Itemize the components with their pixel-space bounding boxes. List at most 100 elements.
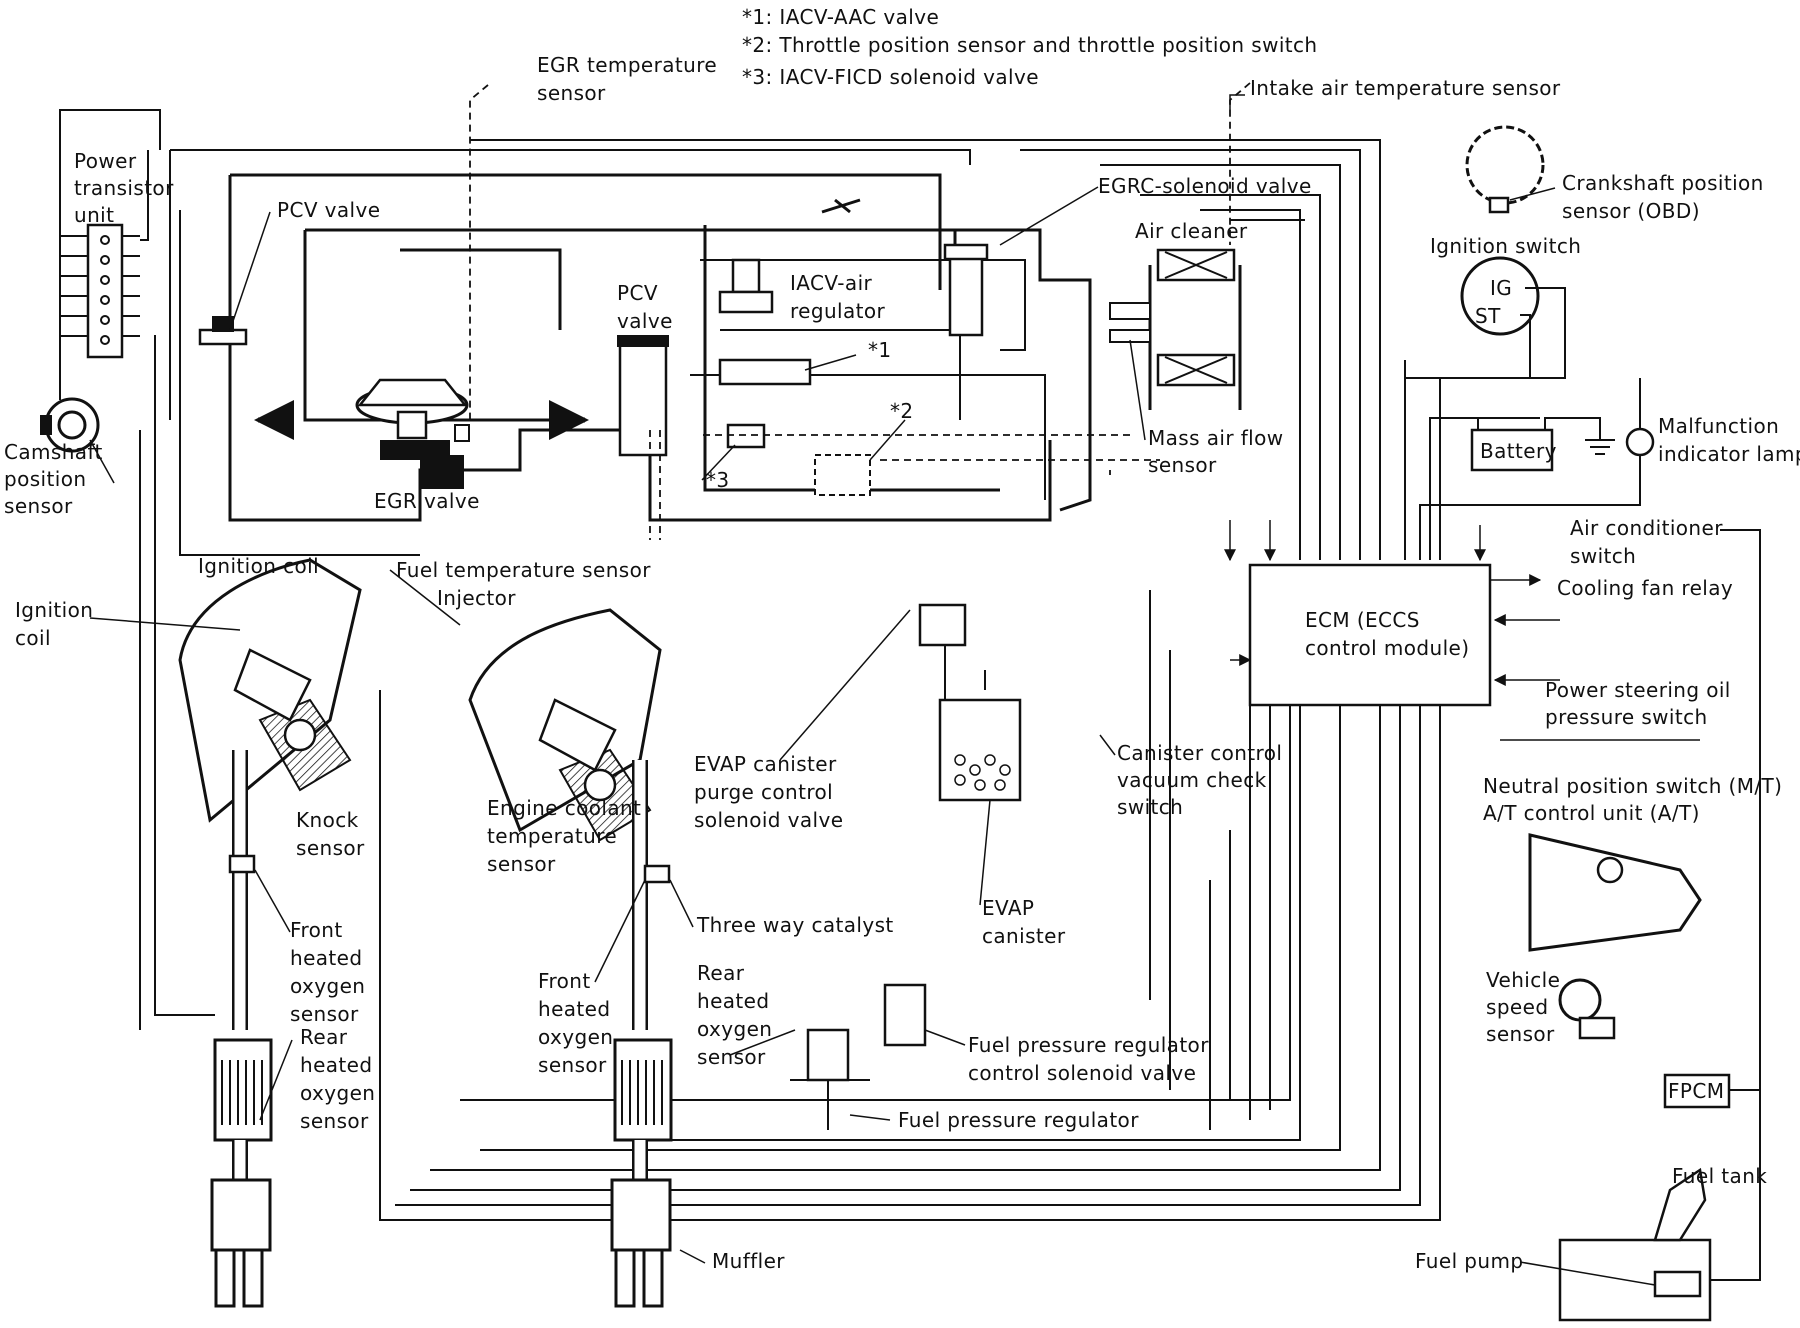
neutral-switch-label-1: Neutral position switch (M/T)	[1483, 774, 1782, 798]
exhaust-left	[210, 750, 273, 1308]
coolant-temp-label-1: Engine coolant	[487, 796, 641, 820]
ig-terminal-label: IG	[1490, 276, 1512, 300]
coolant-temp-label-3: sensor	[487, 852, 556, 876]
front-o2-left-label-2: heated	[290, 946, 362, 970]
evap-purge-label-2: purge control	[694, 780, 833, 804]
mass-air-flow-label-1: Mass air flow	[1148, 426, 1284, 450]
mass-air-flow-label-2: sensor	[1148, 453, 1217, 477]
canister-vacuum-label-3: switch	[1117, 795, 1183, 819]
pcv-valve-center-label-2: valve	[617, 309, 673, 333]
front-o2-center-label-3: oxygen	[538, 1025, 613, 1049]
labels: EGR temperature sensor Intake air temper…	[4, 53, 1800, 1273]
mil-lamp-part	[1419, 378, 1655, 560]
power-steering-label-1: Power steering oil	[1545, 678, 1731, 702]
injector-label: Injector	[437, 586, 516, 610]
pcv-valve-left-label: PCV valve	[277, 198, 380, 222]
mil-label-1: Malfunction	[1658, 414, 1779, 438]
intake-manifold	[179, 173, 1092, 556]
coolant-temp-label-2: temperature	[487, 824, 617, 848]
rear-o2-center-label-1: Rear	[697, 961, 745, 985]
rear-o2-left-label-1: Rear	[300, 1025, 348, 1049]
ignition-coil-left-label-2: coil	[15, 626, 51, 650]
fuel-pressure-parts	[790, 983, 927, 1130]
st-terminal-label: ST	[1475, 304, 1501, 328]
iacv-air-regulator-label-2: regulator	[790, 299, 886, 323]
vehicle-speed-label-3: sensor	[1486, 1022, 1555, 1046]
front-o2-left-label-1: Front	[290, 918, 343, 942]
evap-canister-label-1: EVAP	[982, 896, 1034, 920]
front-o2-left-label-4: sensor	[290, 1002, 359, 1026]
rear-o2-center-label-4: sensor	[697, 1045, 766, 1069]
egr-temp-sensor-label-1: EGR temperature	[537, 53, 717, 77]
iacv-air-regulator-label-1: IACV-air	[790, 271, 873, 295]
air-cleaner-label: Air cleaner	[1135, 219, 1248, 243]
evap-purge-label-1: EVAP canister	[694, 752, 837, 776]
ref-2-label: *2	[890, 399, 914, 423]
egr-valve-label: EGR valve	[374, 489, 480, 513]
power-transistor-label-3: unit	[74, 203, 114, 227]
muffler-label: Muffler	[712, 1249, 785, 1273]
engine-right-bank	[468, 608, 662, 842]
ignition-switch-label: Ignition switch	[1430, 234, 1581, 258]
front-o2-left-label-3: oxygen	[290, 974, 365, 998]
front-o2-center-label-4: sensor	[538, 1053, 607, 1077]
cooling-fan-relay-label: Cooling fan relay	[1557, 576, 1733, 600]
egr-temp-sensor-label-2: sensor	[537, 81, 606, 105]
power-transistor-label-1: Power	[74, 149, 137, 173]
power-steering-label-2: pressure switch	[1545, 705, 1708, 729]
evap-purge-label-3: solenoid valve	[694, 808, 843, 832]
three-way-catalyst-label: Three way catalyst	[696, 913, 894, 937]
power-transistor-unit	[59, 150, 149, 359]
vehicle-speed-label-2: speed	[1486, 995, 1548, 1019]
engine-left-bank	[178, 558, 362, 823]
fuel-tank-part	[1558, 1167, 1712, 1322]
ignition-coil-left-label-1: Ignition	[15, 598, 93, 622]
front-o2-center-label-1: Front	[538, 969, 591, 993]
rear-o2-left-label-4: sensor	[300, 1109, 369, 1133]
canister-vacuum-label-1: Canister control	[1117, 741, 1282, 765]
fuel-tank-label: Fuel tank	[1672, 1164, 1767, 1188]
intake-air-temp-sensor-label: Intake air temperature sensor	[1250, 76, 1561, 100]
wiring-harness	[139, 139, 1441, 1221]
fuel-pressure-regulator-label: Fuel pressure regulator	[898, 1108, 1139, 1132]
rear-o2-center-label-3: oxygen	[697, 1017, 772, 1041]
knock-sensor-label-1: Knock	[296, 808, 359, 832]
air-conditioner-label-2: switch	[1570, 544, 1636, 568]
air-conditioner-label-1: Air conditioner	[1570, 516, 1723, 540]
rear-o2-left-label-3: oxygen	[300, 1081, 375, 1105]
evap-canister-part	[918, 603, 1022, 802]
fpr-solenoid-label-1: Fuel pressure regulator	[968, 1033, 1209, 1057]
ignition-coil-top-label: Ignition coil	[198, 554, 319, 578]
throttle-body-part	[703, 198, 1000, 496]
power-transistor-label-2: transistor	[74, 176, 174, 200]
egr-valve-part	[254, 378, 589, 489]
ref-1-label: *1	[868, 338, 892, 362]
camshaft-sensor-label-3: sensor	[4, 494, 73, 518]
ecm-module	[1248, 563, 1492, 707]
knock-sensor-label-2: sensor	[296, 836, 365, 860]
leader-lines	[89, 94, 1656, 1286]
battery-label: Battery	[1480, 439, 1557, 463]
camshaft-sensor-label-2: position	[4, 467, 86, 491]
fpcm-label: FPCM	[1668, 1079, 1724, 1103]
note-1: *1: IACV-AAC valve	[742, 5, 939, 29]
note-3: *3: IACV-FICD solenoid valve	[742, 65, 1039, 89]
ignition-switch-part	[1404, 256, 1566, 560]
vehicle-speed-label-1: Vehicle	[1486, 968, 1560, 992]
canister-vacuum-label-2: vacuum check	[1117, 768, 1267, 792]
notes-block: *1: IACV-AAC valve *2: Throttle position…	[742, 5, 1318, 89]
pcv-valve-center-part	[617, 335, 669, 457]
crankshaft-sensor-label-1: Crankshaft position	[1562, 171, 1764, 195]
fuel-pump-label: Fuel pump	[1415, 1249, 1523, 1273]
camshaft-position-sensor-part	[40, 109, 161, 453]
neutral-switch-label-2: A/T control unit (A/T)	[1483, 801, 1700, 825]
ecm-label-1: ECM (ECCS	[1305, 608, 1420, 632]
pcv-valve-center-label-1: PCV	[617, 281, 658, 305]
rear-o2-left-label-2: heated	[300, 1053, 372, 1077]
battery-part	[1429, 417, 1615, 560]
evap-canister-label-2: canister	[982, 924, 1066, 948]
note-2: *2: Throttle position sensor and throttl…	[742, 33, 1318, 57]
fpr-solenoid-label-2: control solenoid valve	[968, 1061, 1196, 1085]
egrc-solenoid-label: EGRC-solenoid valve	[1098, 174, 1312, 198]
air-cleaner-part	[1109, 248, 1242, 410]
